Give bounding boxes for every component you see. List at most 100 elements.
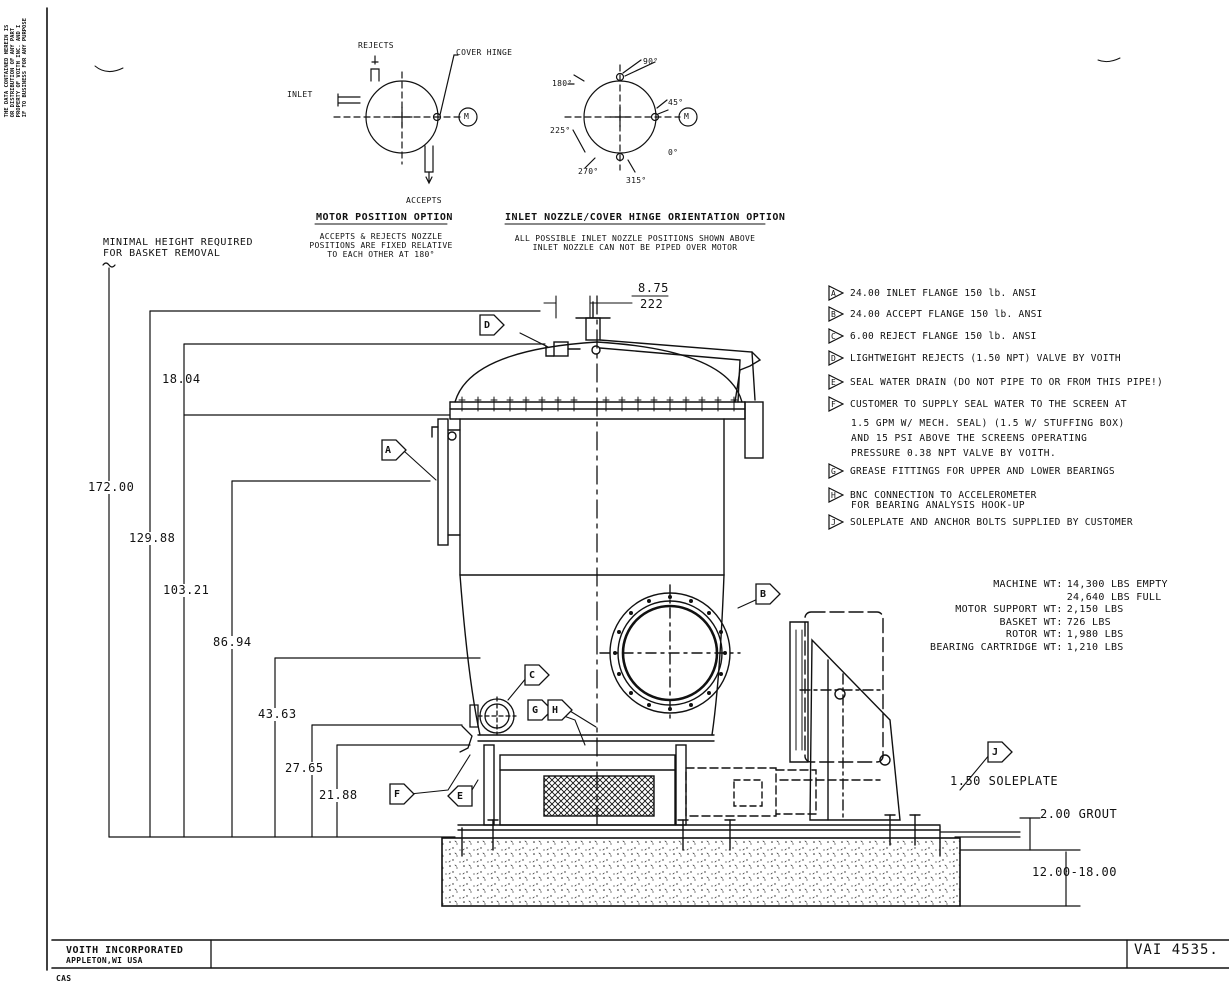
weight-label: MACHINE WT: — [993, 579, 1063, 590]
angle-270: 270° — [578, 167, 599, 176]
svg-text:E: E — [831, 378, 836, 387]
triangle-h-icon: H — [828, 487, 844, 503]
callout-c: C — [529, 670, 536, 681]
note-f-line-3: AND 15 PSI ABOVE THE SCREENS OPERATING — [851, 433, 1088, 444]
dim-103-21: 103.21 — [163, 583, 210, 597]
triangle-d-icon: D — [828, 350, 844, 366]
note-e: E SEAL WATER DRAIN (DO NOT PIPE TO OR FR… — [828, 374, 1163, 390]
inlet-orientation-title: INLET NOZZLE/COVER HINGE ORIENTATION OPT… — [505, 212, 786, 223]
company-location: APPLETON,WI USA — [66, 956, 143, 965]
legal-line-4: IF TO BUSINESS FOR ANY PURPOSE — [22, 18, 28, 118]
svg-text:A: A — [831, 289, 836, 298]
dim-43-63: 43.63 — [258, 707, 297, 721]
dim-129-88: 129.88 — [129, 531, 176, 545]
motor-caption-line-2: POSITIONS ARE FIXED RELATIVE — [309, 241, 453, 250]
foundation-depth-label: 12.00-18.00 — [1032, 865, 1117, 879]
triangle-f-icon: F — [828, 396, 844, 412]
min-height-note: MINIMAL HEIGHT REQUIRED FOR BASKET REMOV… — [103, 237, 253, 259]
note-h-text: BNC CONNECTION TO ACCELEROMETER — [850, 489, 1037, 501]
svg-text:H: H — [831, 491, 836, 500]
weight-value: 726 LBS — [1066, 616, 1111, 628]
callout-f: F — [394, 789, 401, 800]
weight-row: 24,640 LBS FULL — [930, 592, 1172, 605]
angle-45: 45° — [668, 98, 684, 107]
note-f: F CUSTOMER TO SUPPLY SEAL WATER TO THE S… — [828, 396, 1127, 412]
company-name: VOITH INCORPORATED — [66, 945, 184, 956]
svg-text:D: D — [831, 354, 836, 363]
note-f-line-4: PRESSURE 0.38 NPT VALVE BY VOITH. — [851, 448, 1057, 459]
callout-j: J — [992, 747, 999, 758]
vertical-dimensions — [102, 262, 1021, 838]
motor-caption-line-3: TO EACH OTHER AT 180° — [327, 250, 435, 259]
note-c: C 6.00 REJECT FLANGE 150 lb. ANSI — [828, 328, 1037, 344]
svg-text:J: J — [831, 518, 836, 527]
inlet-caption-line-1: ALL POSSIBLE INLET NOZZLE POSITIONS SHOW… — [514, 234, 756, 243]
note-g-text: GREASE FITTINGS FOR UPPER AND LOWER BEAR… — [850, 465, 1115, 477]
svg-text:F: F — [831, 400, 836, 409]
note-j: J SOLEPLATE AND ANCHOR BOLTS SUPPLIED BY… — [828, 514, 1133, 530]
callout-e: E — [457, 791, 464, 802]
note-h-continuation: FOR BEARING ANALYSIS HOOK-UP — [851, 500, 1026, 511]
note-f-continuation: 1.5 GPM W/ MECH. SEAL) (1.5 W/ STUFFING … — [851, 416, 1125, 461]
note-b: B 24.00 ACCEPT FLANGE 150 lb. ANSI — [828, 306, 1043, 322]
pressure-screen-machine — [431, 301, 764, 742]
angle-180: 180° — [552, 79, 573, 88]
soleplate-label: 1.50 SOLEPLATE — [950, 774, 1059, 788]
label-cover-hinge: COVER HINGE — [456, 48, 513, 57]
min-height-line-2: FOR BASKET REMOVAL — [103, 248, 221, 259]
min-height-line-1: MINIMAL HEIGHT REQUIRED — [103, 237, 253, 248]
weight-row: MOTOR SUPPORT WT:2,150 LBS — [930, 604, 1172, 617]
dim-8-75: 8.75 — [638, 281, 669, 295]
dim-21-88: 21.88 — [319, 788, 358, 802]
note-h: H BNC CONNECTION TO ACCELEROMETER — [828, 487, 1037, 503]
note-b-text: 24.00 ACCEPT FLANGE 150 lb. ANSI — [850, 308, 1043, 320]
dim-27-65: 27.65 — [285, 761, 324, 775]
base-frame — [457, 611, 941, 857]
weight-label: MOTOR SUPPORT WT: — [955, 604, 1063, 615]
weight-label: ROTOR WT: — [1005, 629, 1063, 640]
motor-symbol-1: M — [464, 112, 470, 121]
dim-18-04: 18.04 — [162, 372, 201, 386]
weight-label — [930, 592, 1067, 605]
label-accepts: ACCEPTS — [406, 196, 442, 205]
motor-position-caption: ACCEPTS & REJECTS NOZZLE POSITIONS ARE F… — [295, 232, 467, 259]
callout-g: G — [532, 705, 539, 716]
angle-315: 315° — [626, 176, 647, 185]
callout-tags — [381, 314, 1013, 807]
callout-b: B — [760, 589, 767, 600]
weight-value: 1,210 LBS — [1066, 641, 1124, 653]
angle-90: 90° — [643, 57, 659, 66]
weight-row: BEARING CARTRIDGE WT:1,210 LBS — [930, 642, 1172, 655]
dim-86-94: 86.94 — [213, 635, 252, 649]
weight-value: 14,300 LBS EMPTY — [1066, 579, 1168, 590]
note-d: D LIGHTWEIGHT REJECTS (1.50 NPT) VALVE B… — [828, 350, 1121, 366]
note-e-text: SEAL WATER DRAIN (DO NOT PIPE TO OR FROM… — [850, 376, 1164, 388]
triangle-a-icon: A — [828, 285, 844, 301]
motor-position-title: MOTOR POSITION OPTION — [316, 212, 453, 223]
inlet-caption-line-2: INLET NOZZLE CAN NOT BE PIPED OVER MOTOR — [532, 243, 738, 252]
legal-notice-strip: THE DATA CONTAINED HEREIN IS OR DISTRIBU… — [4, 18, 28, 117]
weight-value: 24,640 LBS FULL — [1066, 591, 1162, 603]
inlet-orientation-view — [564, 59, 698, 173]
weight-value: 2,150 LBS — [1066, 604, 1124, 615]
reject-flange-c — [459, 696, 517, 753]
svg-text:G: G — [831, 467, 836, 476]
drawing-number: VAI 4535. — [1134, 942, 1219, 958]
angle-0: 0° — [668, 148, 679, 157]
callout-h: H — [552, 705, 559, 716]
grout-label: 2.00 GROUT — [1040, 807, 1118, 821]
note-d-text: LIGHTWEIGHT REJECTS (1.50 NPT) VALVE BY … — [850, 352, 1121, 364]
note-a-text: 24.00 INLET FLANGE 150 lb. ANSI — [850, 287, 1037, 299]
dim-172: 172.00 — [88, 480, 135, 494]
weight-row: BASKET WT:726 LBS — [930, 617, 1172, 630]
motor-position-view — [333, 54, 478, 185]
weight-row: ROTOR WT:1,980 LBS — [930, 629, 1172, 642]
concrete-foundation — [441, 817, 1081, 907]
weight-label: BASKET WT: — [999, 616, 1063, 628]
triangle-g-icon: G — [828, 463, 844, 479]
triangle-j-icon: J — [828, 514, 844, 530]
dim-222: 222 — [640, 297, 664, 311]
label-rejects: REJECTS — [358, 41, 394, 50]
note-a: A 24.00 INLET FLANGE 150 lb. ANSI — [828, 285, 1037, 301]
